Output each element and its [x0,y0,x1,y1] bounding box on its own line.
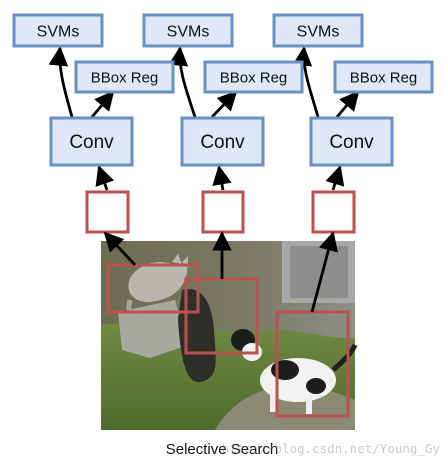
bbox-reg-label: BBox Reg [220,70,288,87]
warped-region-1 [85,190,130,234]
svms-label: SVMs [37,24,80,41]
bbox-reg-box [74,60,175,94]
bbox-reg-box [333,60,434,94]
arrows [48,46,360,313]
selective-search-caption: Selective Search [165,441,279,458]
svms-label: SVMs [297,24,340,41]
svms-label: SVMs [167,24,210,41]
conv-label: Conv [200,132,245,153]
conv-box [309,116,394,167]
svms-box [272,13,364,48]
svms-box [12,13,104,48]
svms-box [142,13,234,48]
bbox-reg-box [203,60,304,94]
conv-label: Conv [329,132,374,153]
conv-box [49,116,134,167]
column-2: SVMs BBox Reg Conv [142,13,304,167]
input-photo [101,241,358,430]
conv-label: Conv [69,132,114,153]
bbox-reg-label: BBox Reg [350,70,418,87]
warped-region-3 [311,190,356,234]
region-proposal-1 [106,263,200,314]
bbox-reg-label: BBox Reg [91,70,159,87]
warped-regions [85,190,356,234]
conv-box [180,116,265,167]
column-3: SVMs BBox Reg Conv [272,13,434,167]
column-1: SVMs BBox Reg Conv [12,13,175,167]
warped-region-2 [201,190,245,234]
